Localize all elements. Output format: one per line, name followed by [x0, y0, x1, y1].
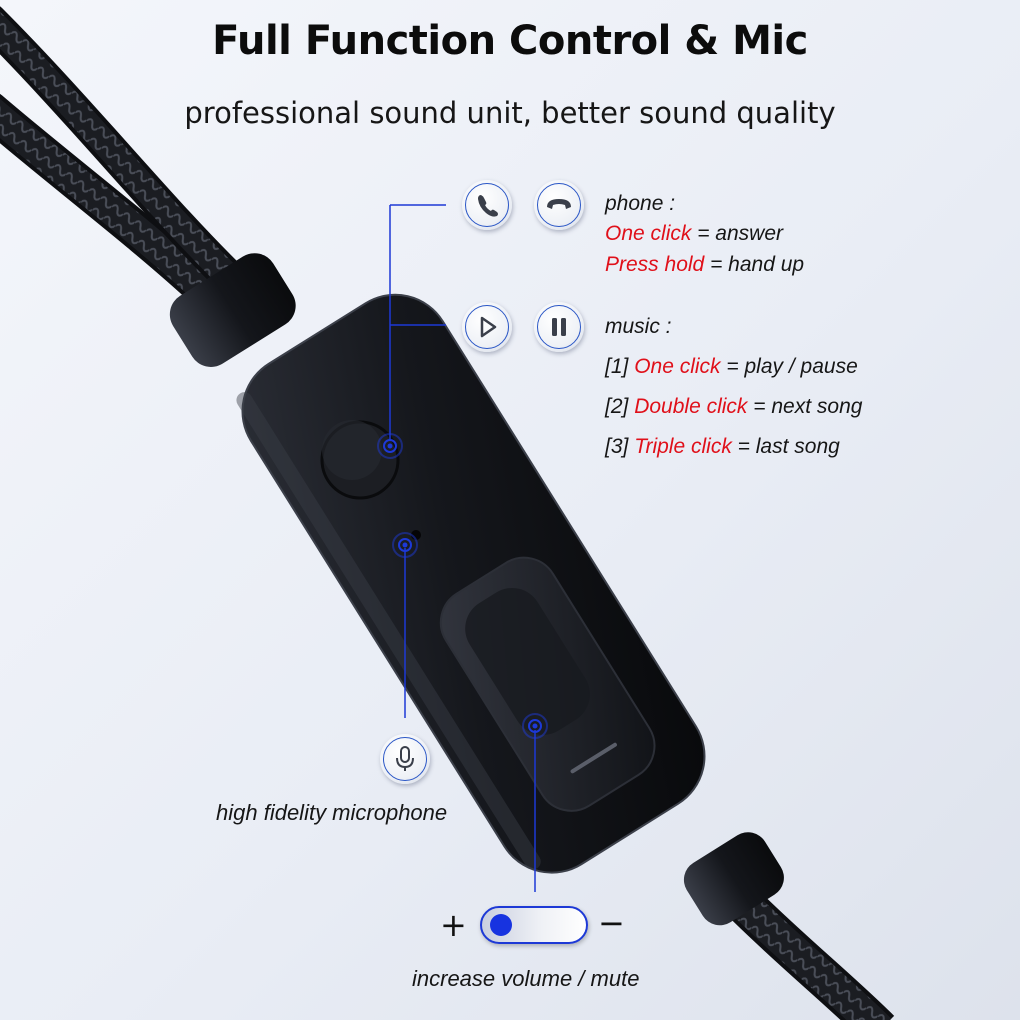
- phone-row-action: One click: [605, 222, 692, 245]
- music-row-action: One click: [634, 355, 721, 378]
- volume-toggle: [480, 906, 588, 944]
- phone-answer-icon: [462, 180, 512, 230]
- pause-icon: [534, 302, 584, 352]
- music-row-1: [1] One click = play / pause: [605, 355, 858, 379]
- phone-row-result: = answer: [697, 222, 783, 245]
- music-row-action: Double click: [634, 395, 748, 418]
- music-row-3: [3] Triple click = last song: [605, 435, 840, 459]
- minus-icon: −: [598, 904, 625, 942]
- phone-row-answer: One click = answer: [605, 222, 783, 246]
- music-row-index: [2]: [605, 395, 629, 418]
- phone-row-action: Press hold: [605, 253, 705, 276]
- pod-bottom-cap: [683, 832, 784, 926]
- music-heading: music :: [605, 315, 672, 338]
- music-row-result: = next song: [753, 395, 863, 418]
- music-row-index: [1]: [605, 355, 629, 378]
- music-row-2: [2] Double click = next song: [605, 395, 862, 419]
- microphone-caption: high fidelity microphone: [216, 800, 448, 825]
- phone-hangup-icon: [534, 180, 584, 230]
- phone-row-hangup: Press hold = hand up: [605, 253, 804, 277]
- page-title: Full Function Control & Mic: [212, 18, 808, 64]
- pod-top-cap: [169, 253, 296, 367]
- play-icon: [462, 302, 512, 352]
- music-row-index: [3]: [605, 435, 629, 458]
- volume-caption: increase volume / mute: [412, 966, 640, 991]
- phone-row-result: = hand up: [710, 253, 805, 276]
- phone-heading: phone :: [605, 192, 676, 215]
- page-subtitle: professional sound unit, better sound qu…: [184, 96, 836, 130]
- music-row-action: Triple click: [634, 435, 732, 458]
- music-row-result: = play / pause: [726, 355, 858, 378]
- music-row-result: = last song: [737, 435, 840, 458]
- microphone-icon: [380, 734, 430, 784]
- plus-icon: +: [440, 906, 467, 944]
- volume-toggle-knob: [490, 914, 512, 936]
